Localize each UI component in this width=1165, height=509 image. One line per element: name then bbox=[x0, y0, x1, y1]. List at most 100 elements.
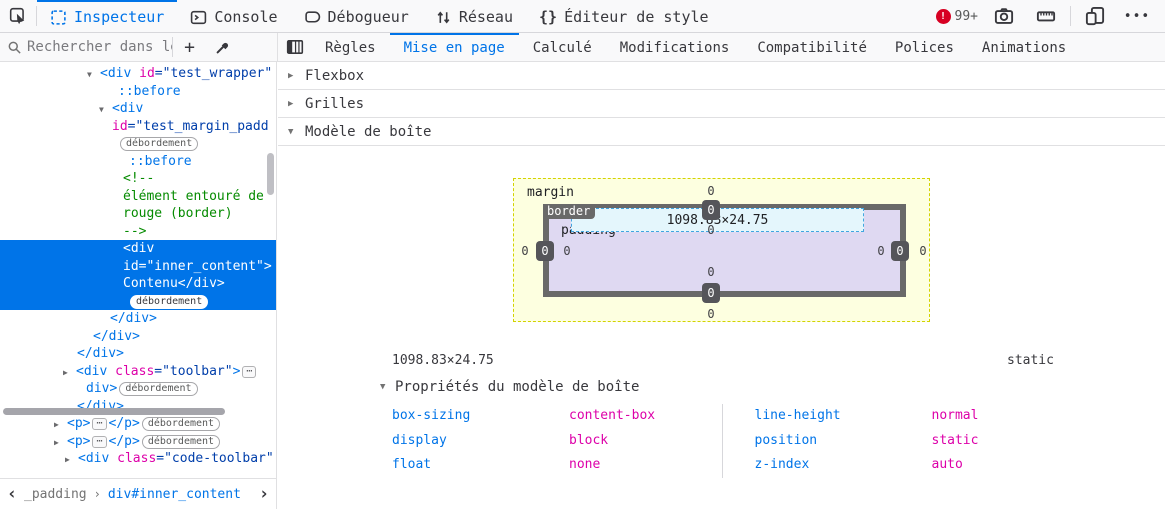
tree-line[interactable]: id="inner_content"> bbox=[0, 257, 276, 275]
overflow-badge[interactable]: débordement bbox=[141, 434, 221, 449]
chevron-down-icon[interactable]: ▼ bbox=[87, 70, 92, 79]
tab-mise-en-page[interactable]: Mise en page bbox=[389, 33, 519, 61]
tree-line[interactable]: élément entouré de bbox=[0, 188, 276, 206]
property-name[interactable]: float bbox=[392, 457, 432, 472]
tab-d-bogueur[interactable]: Débogueur bbox=[291, 0, 422, 32]
node-picker-button[interactable] bbox=[0, 0, 36, 32]
border-bottom-value[interactable]: 0 bbox=[702, 283, 720, 303]
tree-line[interactable]: ▶<p>⋯</p>débordement bbox=[0, 433, 276, 451]
margin-top-value[interactable]: 0 bbox=[707, 184, 715, 198]
overflow-badge[interactable]: débordement bbox=[141, 417, 221, 431]
property-name[interactable]: display bbox=[392, 432, 447, 448]
tree-line[interactable]: rouge (border) bbox=[0, 205, 276, 223]
section-box-model[interactable]: ▼ Modèle de boîte bbox=[278, 118, 1165, 146]
property-value[interactable]: auto bbox=[931, 457, 963, 472]
breadcrumb-back-icon[interactable]: ‹ bbox=[6, 484, 18, 504]
inline-expander[interactable]: ⋯ bbox=[242, 365, 257, 378]
tree-line[interactable]: <div bbox=[0, 240, 276, 258]
chevron-right-icon[interactable]: ▶ bbox=[54, 420, 59, 429]
tree-line[interactable]: ▼<div bbox=[0, 100, 276, 118]
overflow-badge[interactable]: débordement bbox=[120, 137, 199, 151]
tree-line[interactable]: débordement bbox=[0, 292, 276, 310]
breadcrumb-item[interactable]: _padding bbox=[24, 486, 87, 502]
console-error-badge[interactable]: ! 99+ bbox=[935, 8, 978, 24]
margin-right-value[interactable]: 0 bbox=[919, 244, 927, 258]
padding-bottom-value[interactable]: 0 bbox=[707, 265, 715, 279]
rulers-button[interactable] bbox=[1028, 0, 1064, 32]
tab-r-gles[interactable]: Règles bbox=[325, 40, 376, 56]
box-model-content-region[interactable]: 1098.83×24.75 bbox=[571, 208, 864, 232]
responsive-mode-button[interactable] bbox=[1077, 0, 1113, 32]
box-model-margin-region[interactable]: margin border padding 1098.83×24.75 0 0 … bbox=[513, 178, 930, 322]
tree-line[interactable]: ::before bbox=[0, 153, 276, 171]
inline-expander[interactable]: ⋯ bbox=[92, 418, 107, 430]
tab-calcul-[interactable]: Calculé bbox=[532, 40, 592, 56]
tree-line[interactable]: </div> bbox=[0, 328, 276, 346]
node-tag: </div> bbox=[93, 328, 140, 344]
tab-polices[interactable]: Polices bbox=[894, 40, 954, 56]
vertical-scrollbar[interactable] bbox=[267, 153, 274, 195]
border-top-value[interactable]: 0 bbox=[702, 200, 720, 220]
node-attr: id bbox=[139, 66, 155, 81]
tree-line[interactable]: <!-- bbox=[0, 170, 276, 188]
padding-top-value[interactable]: 0 bbox=[707, 223, 715, 237]
chevron-right-icon[interactable]: ▶ bbox=[65, 455, 70, 464]
tab-r-seau[interactable]: Réseau bbox=[422, 0, 526, 32]
layout-panel: ▶ Flexbox ▶ Grilles ▼ Modèle de boîte ma… bbox=[278, 62, 1165, 509]
meatball-menu-button[interactable]: ••• bbox=[1119, 0, 1155, 32]
responsive-design-icon bbox=[1085, 6, 1105, 26]
property-value[interactable]: none bbox=[569, 457, 601, 472]
chevron-down-icon[interactable]: ▼ bbox=[99, 105, 104, 114]
tab-modifications[interactable]: Modifications bbox=[619, 40, 730, 56]
overflow-badge[interactable]: débordement bbox=[119, 382, 198, 396]
overflow-badge[interactable]: débordement bbox=[130, 294, 209, 309]
border-right-value[interactable]: 0 bbox=[891, 241, 909, 261]
search-input[interactable]: Rechercher dans le HTML bbox=[0, 39, 172, 55]
tab-animations[interactable]: Animations bbox=[981, 40, 1067, 56]
horizontal-scrollbar[interactable] bbox=[3, 408, 225, 415]
property-name[interactable]: position bbox=[754, 432, 818, 448]
padding-left-value[interactable]: 0 bbox=[563, 244, 571, 258]
tree-line[interactable]: débordement bbox=[0, 135, 276, 153]
breadcrumb-forward-icon[interactable]: › bbox=[258, 484, 270, 504]
breadcrumb-item-selected[interactable]: div#inner_content bbox=[107, 486, 241, 502]
section-flexbox[interactable]: ▶ Flexbox bbox=[278, 62, 1165, 90]
property-name[interactable]: z-index bbox=[754, 457, 810, 472]
inline-expander[interactable]: ⋯ bbox=[92, 435, 107, 448]
eyedropper-button[interactable] bbox=[206, 33, 239, 61]
tree-line[interactable]: --> bbox=[0, 223, 276, 241]
border-left-value[interactable]: 0 bbox=[536, 241, 554, 261]
tab--diteur-de-style[interactable]: {}Éditeur de style bbox=[526, 0, 722, 32]
tree-line[interactable]: id="test_margin_padd bbox=[0, 118, 276, 136]
tab-console[interactable]: Console bbox=[177, 0, 290, 32]
tab-compatibilit-[interactable]: Compatibilité bbox=[757, 40, 867, 56]
box-model-properties-header[interactable]: ▼ Propriétés du modèle de boîte bbox=[380, 379, 639, 395]
tree-line[interactable]: </div> bbox=[0, 310, 276, 328]
add-node-button[interactable]: + bbox=[173, 33, 206, 61]
property-value[interactable]: block bbox=[569, 432, 609, 448]
section-grids[interactable]: ▶ Grilles bbox=[278, 90, 1165, 118]
tree-line[interactable]: ▶<p>⋯</p>débordement bbox=[0, 415, 276, 433]
margin-bottom-value[interactable]: 0 bbox=[707, 307, 715, 321]
content-size: 1098.83×24.75 bbox=[666, 212, 769, 228]
tree-line[interactable]: ▶<div class="code-toolbar" bbox=[0, 450, 276, 468]
margin-left-value[interactable]: 0 bbox=[521, 244, 529, 258]
property-name[interactable]: box-sizing bbox=[392, 408, 471, 423]
chevron-right-icon[interactable]: ▶ bbox=[63, 367, 68, 377]
sidebar-toggle-button[interactable] bbox=[278, 33, 311, 61]
tree-line[interactable]: </div> bbox=[0, 345, 276, 363]
search-placeholder: Rechercher dans le HTML bbox=[27, 39, 172, 55]
property-value[interactable]: content-box bbox=[569, 408, 656, 423]
property-value[interactable]: normal bbox=[931, 408, 979, 423]
tree-line[interactable]: ▶<div class="toolbar">⋯ bbox=[0, 363, 276, 381]
property-value[interactable]: static bbox=[931, 432, 979, 448]
tree-line[interactable]: Contenu</div> bbox=[0, 275, 276, 293]
tree-line[interactable]: div>débordement bbox=[0, 380, 276, 398]
tree-line[interactable]: ▼<div id="test_wrapper" bbox=[0, 65, 276, 83]
padding-right-value[interactable]: 0 bbox=[877, 244, 885, 258]
screenshot-button[interactable] bbox=[986, 0, 1022, 32]
property-name[interactable]: line-height bbox=[754, 408, 841, 423]
tree-line[interactable]: ::before bbox=[0, 83, 276, 101]
tab-inspecteur[interactable]: Inspecteur bbox=[37, 0, 178, 32]
chevron-right-icon[interactable]: ▶ bbox=[54, 437, 59, 447]
